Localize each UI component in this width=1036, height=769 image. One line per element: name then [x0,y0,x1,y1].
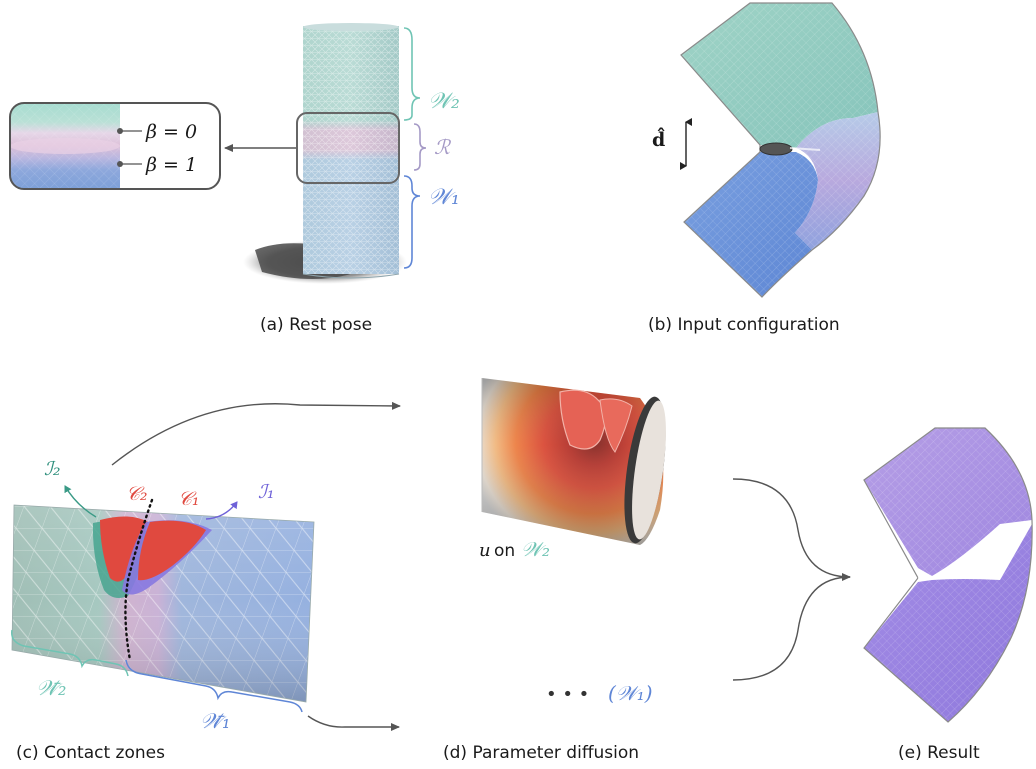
ellipsis-dots: • • • [546,684,589,705]
panel-a-rest-pose: β = 0 β = 1 𝒲₂ ℛ 𝒲₁ (a) Rest pose [9,23,460,335]
d-hat-label: d̂ [652,127,665,151]
caption-e: (e) Result [898,743,980,763]
arrow-c-to-d-top [111,401,401,466]
arrow-c-to-d-bottom [307,715,400,731]
heat-tube [481,378,666,545]
b-outline [680,2,881,298]
region-highlight-box [296,112,400,184]
beta-zero-label: β = 0 [145,121,197,143]
zoom-inset: β = 0 β = 1 [9,102,221,190]
c1-label: 𝒞₁ [178,488,199,510]
caption-d: (d) Parameter diffusion [443,743,639,763]
brace-w1 [403,175,421,269]
panel-b-input-configuration: d̂ (b) Input configuration [648,2,881,335]
contact-zone-c2 [100,516,148,582]
d-w1-label: (𝒲₁) [608,681,653,705]
on-label: on [494,541,515,561]
w1-label: 𝒲₁ [428,185,460,210]
u-label: u [479,540,491,561]
c-dotted-boundary [124,498,154,662]
brace-r [413,123,427,171]
w2-label: 𝒲₂ [428,89,460,114]
b-contact-pinch [759,142,793,156]
caption-c: (c) Contact zones [16,743,165,763]
caption-a: (a) Rest pose [260,315,372,335]
brace-w1bar [125,659,303,713]
c2-label: 𝒞₂ [126,483,147,505]
panel-c-contact-zones: ℐ₂ 𝒞₂ 𝒞₁ ℐ₁ 𝒲̄₂ 𝒲̄₁ (c) Contact zones [11,458,315,763]
brace-w2 [403,27,421,121]
merge-arrow-top [732,478,851,581]
beta-one-label: β = 1 [145,154,197,176]
w1bar-label: 𝒲̄₁ [200,709,230,733]
merge-arrow-bottom [732,576,851,681]
i1-label: ℐ₁ [258,481,275,503]
panel-e-result: (e) Result [863,427,1033,763]
d-w2-label: 𝒲₂ [521,537,550,561]
r-label: ℛ [434,135,452,159]
w2bar-label: 𝒲̄₂ [36,676,66,700]
panel-d-parameter-diffusion: u on 𝒲₂ • • • (𝒲₁) (d) Parameter diffusi… [111,378,851,763]
caption-b: (b) Input configuration [648,315,840,335]
brace-w2bar [11,629,129,677]
contact-zone-c1 [138,520,206,581]
i2-label: ℐ₂ [44,458,61,480]
rest-cylinder [302,23,400,279]
